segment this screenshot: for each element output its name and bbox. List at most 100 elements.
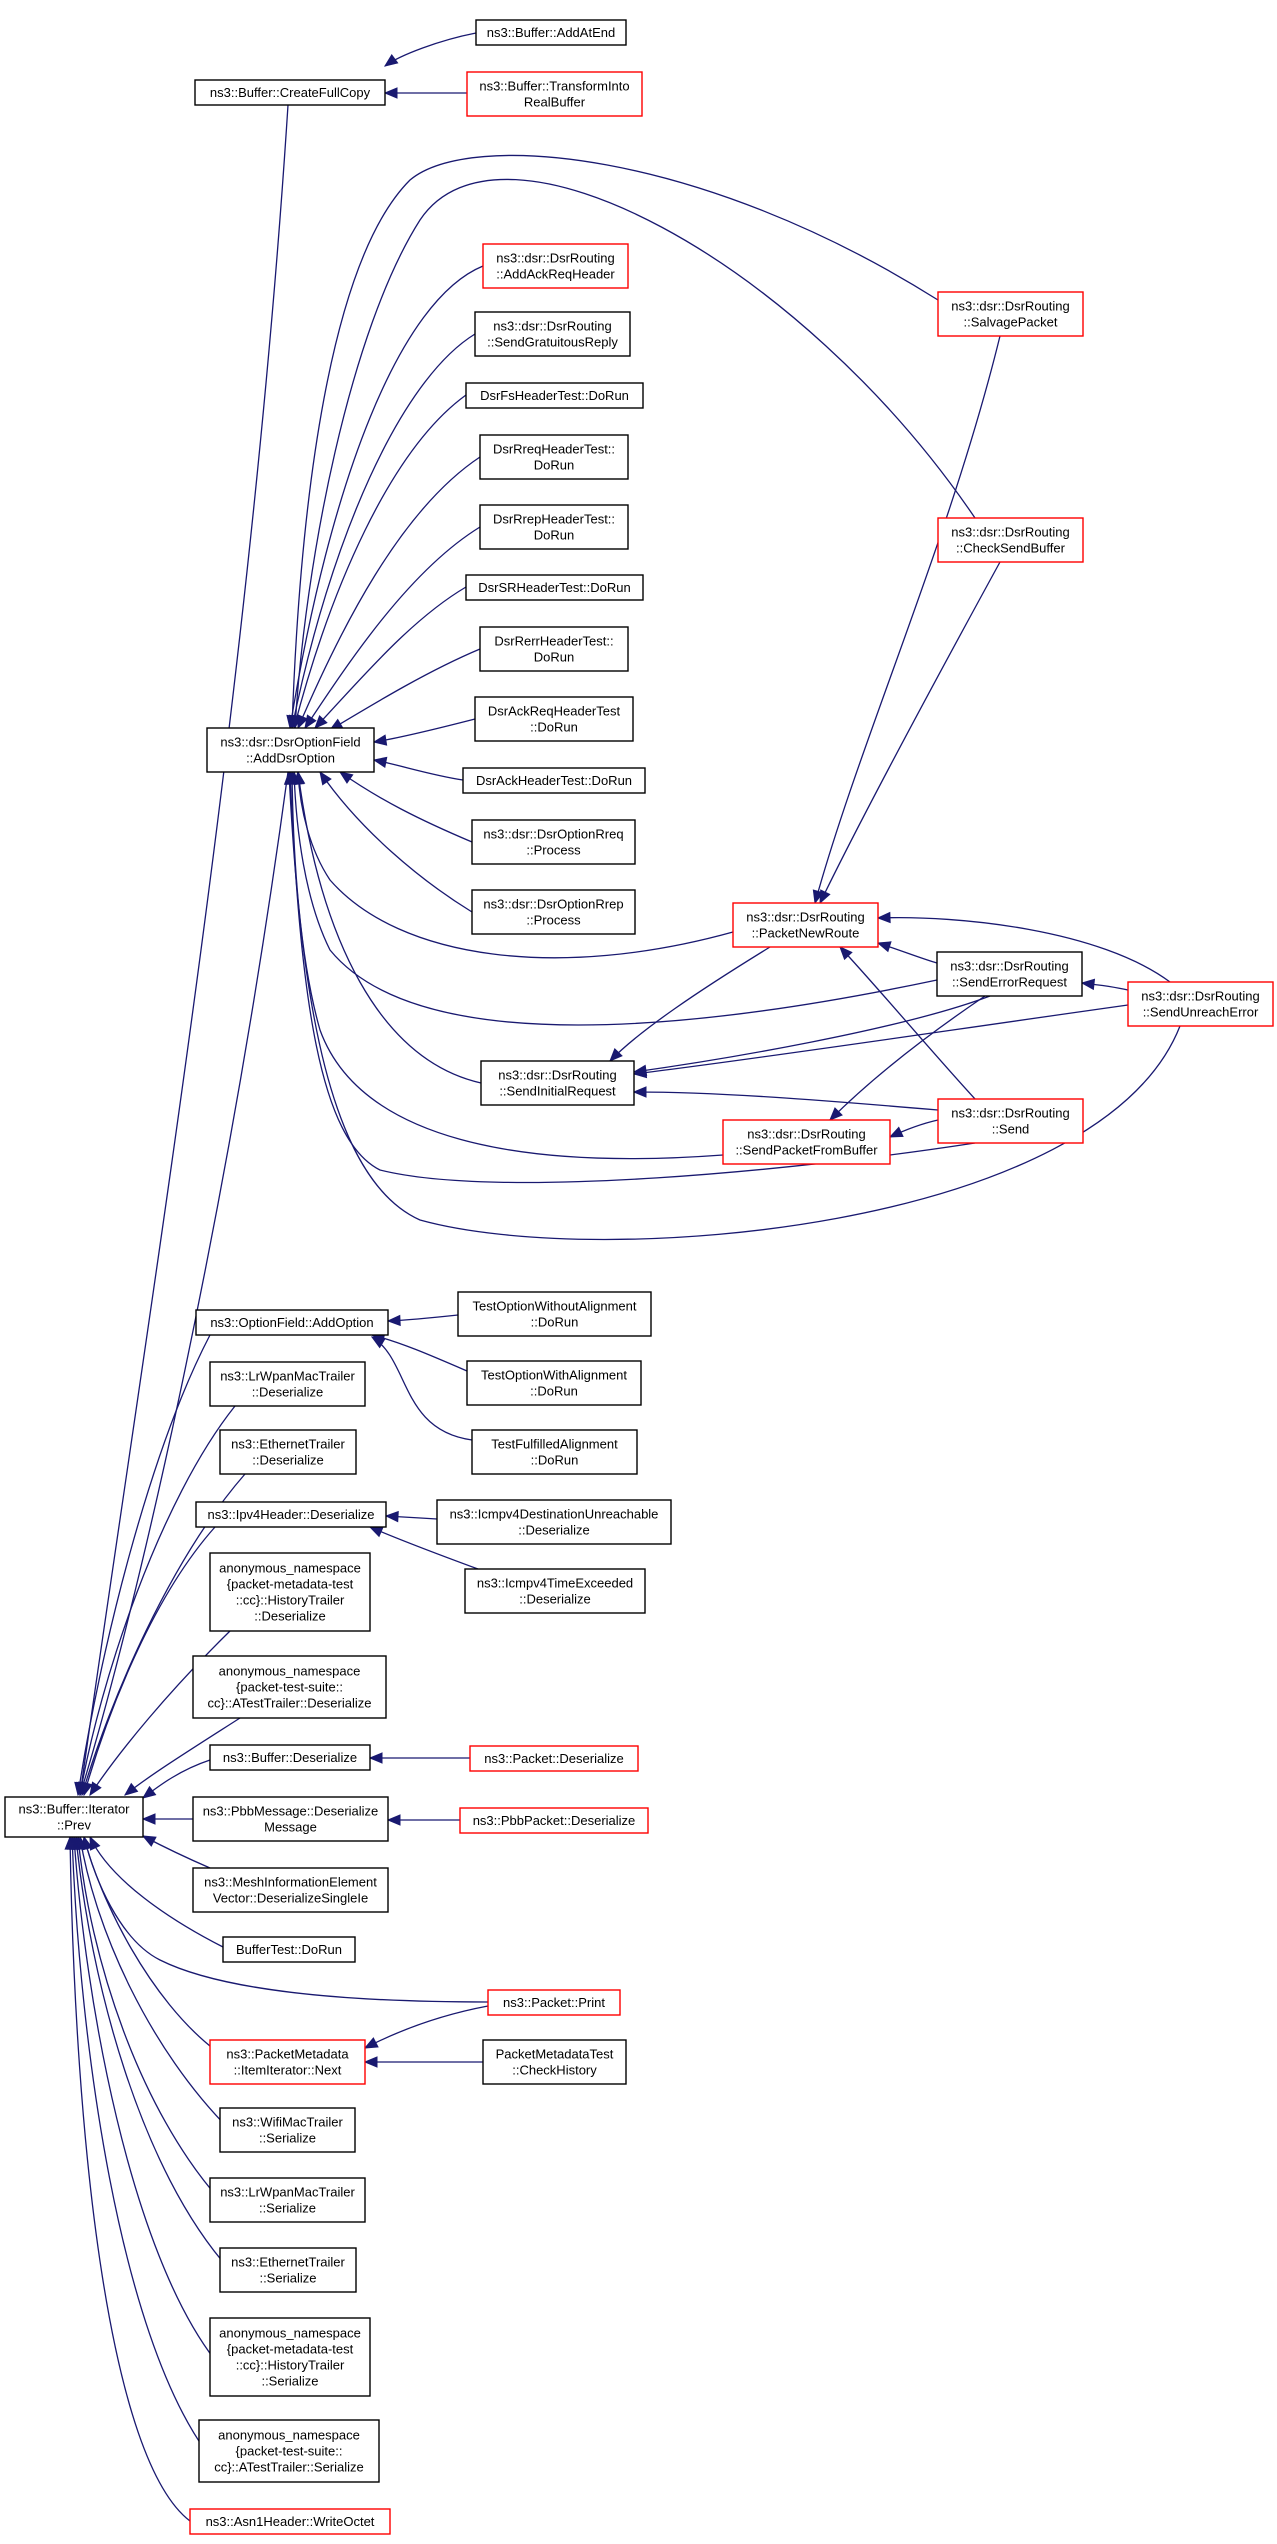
node-dsrrrepheadertest[interactable]: DsrRrepHeaderTest::DoRun	[479, 504, 629, 550]
node-box[interactable]	[192, 1796, 389, 1842]
node-dsrrreqheadertest[interactable]: DsrRreqHeaderTest::DoRun	[479, 434, 629, 480]
node-historytrailerserialize[interactable]: anonymous_namespace{packet-metadata-test…	[209, 2317, 371, 2397]
node-ethernettrailerserialize[interactable]: ns3::EthernetTrailer::Serialize	[219, 2247, 357, 2293]
node-box[interactable]	[474, 311, 631, 357]
node-box[interactable]	[219, 1429, 357, 1475]
node-box[interactable]	[219, 2107, 356, 2153]
node-historytrailerdeserialize[interactable]: anonymous_namespace{packet-metadata-test…	[209, 1552, 371, 1632]
node-box[interactable]	[471, 1429, 638, 1475]
node-box[interactable]	[465, 382, 644, 409]
node-dsroptionrreqprocess[interactable]: ns3::dsr::DsrOptionRreq::Process	[471, 819, 636, 865]
node-box[interactable]	[206, 727, 375, 773]
node-box[interactable]	[464, 1568, 646, 1614]
node-box[interactable]	[195, 1309, 389, 1336]
node-dsrrerrheadertest[interactable]: DsrRerrHeaderTest::DoRun	[479, 626, 629, 672]
node-box[interactable]	[209, 2317, 371, 2397]
node-dsrfsheadertest[interactable]: DsrFsHeaderTest::DoRun	[465, 382, 644, 409]
node-lrwpanmactrailerdeserialize[interactable]: ns3::LrWpanMacTrailer::Deserialize	[209, 1361, 366, 1407]
node-testoptionwithoutalignment[interactable]: TestOptionWithoutAlignment::DoRun	[457, 1291, 652, 1337]
node-box[interactable]	[937, 291, 1084, 337]
node-box[interactable]	[459, 1807, 649, 1834]
node-box[interactable]	[471, 819, 636, 865]
node-box[interactable]	[936, 951, 1083, 997]
node-createfullcopy[interactable]: ns3::Buffer::CreateFullCopy	[194, 79, 386, 106]
node-box[interactable]	[479, 504, 629, 550]
node-box[interactable]	[1127, 981, 1274, 1027]
node-dsrackheadertest[interactable]: DsrAckHeaderTest::DoRun	[462, 767, 646, 794]
node-box[interactable]	[474, 696, 634, 742]
node-box[interactable]	[198, 2419, 380, 2483]
node-box[interactable]	[480, 1060, 635, 1106]
node-packetnewroute[interactable]: ns3::dsr::DsrRouting::PacketNewRoute	[732, 902, 879, 948]
node-send[interactable]: ns3::dsr::DsrRouting::Send	[937, 1098, 1084, 1144]
node-adddsroption[interactable]: ns3::dsr::DsrOptionField::AddDsrOption	[206, 727, 375, 773]
node-dsrackreqheadertest[interactable]: DsrAckReqHeaderTest::DoRun	[474, 696, 634, 742]
node-box[interactable]	[475, 19, 627, 46]
node-box[interactable]	[192, 1655, 387, 1719]
node-box[interactable]	[192, 1867, 389, 1913]
node-root[interactable]: ns3::Buffer::Iterator::Prev	[4, 1796, 144, 1838]
node-buffertestdorun[interactable]: BufferTest::DoRun	[222, 1936, 356, 1963]
node-box[interactable]	[466, 1360, 642, 1406]
node-box[interactable]	[189, 2508, 391, 2535]
node-pbbpacketdeserialize[interactable]: ns3::PbbPacket::Deserialize	[459, 1807, 649, 1834]
node-atesttrailerserialize[interactable]: anonymous_namespace{packet-test-suite::c…	[198, 2419, 380, 2483]
node-box[interactable]	[479, 434, 629, 480]
node-box[interactable]	[466, 71, 643, 117]
node-wifimactrailerserialize[interactable]: ns3::WifiMacTrailer::Serialize	[219, 2107, 356, 2153]
node-box[interactable]	[487, 1989, 621, 2016]
node-meshinformationelement[interactable]: ns3::MeshInformationElementVector::Deser…	[192, 1867, 389, 1913]
node-icmpv4timeexceeded[interactable]: ns3::Icmpv4TimeExceeded::Deserialize	[464, 1568, 646, 1614]
node-box[interactable]	[469, 1745, 639, 1772]
node-sendinitialrequest[interactable]: ns3::dsr::DsrRouting::SendInitialRequest	[480, 1060, 635, 1106]
node-box[interactable]	[209, 1361, 366, 1407]
node-box[interactable]	[194, 79, 386, 106]
node-addackreqheader[interactable]: ns3::dsr::DsrRouting::AddAckReqHeader	[482, 243, 629, 289]
node-asn1headerwriteoctet[interactable]: ns3::Asn1Header::WriteOctet	[189, 2508, 391, 2535]
node-box[interactable]	[732, 902, 879, 948]
node-sendunreacherror[interactable]: ns3::dsr::DsrRouting::SendUnreachError	[1127, 981, 1274, 1027]
node-box[interactable]	[482, 243, 629, 289]
node-box[interactable]	[4, 1796, 144, 1838]
node-box[interactable]	[222, 1936, 356, 1963]
node-bufferdeserialize[interactable]: ns3::Buffer::Deserialize	[209, 1744, 371, 1771]
node-box[interactable]	[482, 2039, 627, 2085]
node-checksendbuffer[interactable]: ns3::dsr::DsrRouting::CheckSendBuffer	[937, 517, 1084, 563]
node-box[interactable]	[937, 517, 1084, 563]
node-ipv4headerdeserialize[interactable]: ns3::Ipv4Header::Deserialize	[195, 1501, 387, 1528]
node-ethernettrailerdeserialize[interactable]: ns3::EthernetTrailer::Deserialize	[219, 1429, 357, 1475]
node-box[interactable]	[462, 767, 646, 794]
node-icmpv4destinationunreachable[interactable]: ns3::Icmpv4DestinationUnreachable::Deser…	[436, 1499, 672, 1545]
node-packetprint[interactable]: ns3::Packet::Print	[487, 1989, 621, 2016]
node-packetdeserialize[interactable]: ns3::Packet::Deserialize	[469, 1745, 639, 1772]
node-box[interactable]	[937, 1098, 1084, 1144]
node-box[interactable]	[457, 1291, 652, 1337]
node-sendpacketfrombuffer[interactable]: ns3::dsr::DsrRouting::SendPacketFromBuff…	[722, 1119, 891, 1165]
node-sendgratuitousreply[interactable]: ns3::dsr::DsrRouting::SendGratuitousRepl…	[474, 311, 631, 357]
node-dsroptionrrepprocess[interactable]: ns3::dsr::DsrOptionRrep::Process	[471, 889, 636, 935]
node-box[interactable]	[209, 2177, 366, 2223]
node-salvagepacket[interactable]: ns3::dsr::DsrRouting::SalvagePacket	[937, 291, 1084, 337]
node-box[interactable]	[479, 626, 629, 672]
node-dsrsrheadertest[interactable]: DsrSRHeaderTest::DoRun	[465, 574, 644, 601]
node-senderrorrequest[interactable]: ns3::dsr::DsrRouting::SendErrorRequest	[936, 951, 1083, 997]
node-box[interactable]	[465, 574, 644, 601]
node-lrwpanmactrailerserialize[interactable]: ns3::LrWpanMacTrailer::Serialize	[209, 2177, 366, 2223]
node-box[interactable]	[722, 1119, 891, 1165]
node-box[interactable]	[471, 889, 636, 935]
node-testfulfilledalignment[interactable]: TestFulfilledAlignment::DoRun	[471, 1429, 638, 1475]
node-box[interactable]	[209, 1744, 371, 1771]
node-testoptionwithalignment[interactable]: TestOptionWithAlignment::DoRun	[466, 1360, 642, 1406]
node-box[interactable]	[209, 2039, 366, 2085]
node-box[interactable]	[209, 1552, 371, 1632]
node-box[interactable]	[436, 1499, 672, 1545]
node-checkhistory[interactable]: PacketMetadataTest::CheckHistory	[482, 2039, 627, 2085]
node-addatend[interactable]: ns3::Buffer::AddAtEnd	[475, 19, 627, 46]
node-itemiteratornext[interactable]: ns3::PacketMetadata::ItemIterator::Next	[209, 2039, 366, 2085]
node-optionfieldaddoption[interactable]: ns3::OptionField::AddOption	[195, 1309, 389, 1336]
node-box[interactable]	[219, 2247, 357, 2293]
node-atesttrailerdeserialize[interactable]: anonymous_namespace{packet-test-suite::c…	[192, 1655, 387, 1719]
node-box[interactable]	[195, 1501, 387, 1528]
